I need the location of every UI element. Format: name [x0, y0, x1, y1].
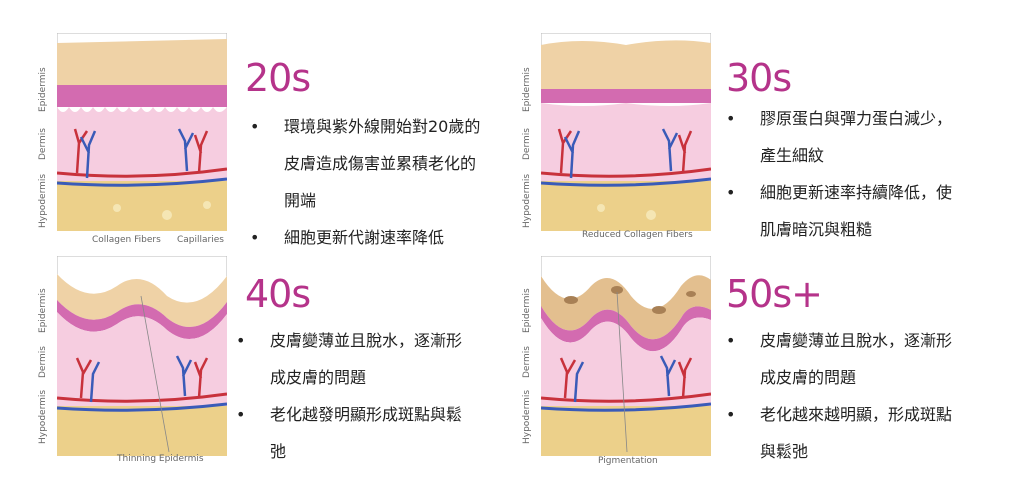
caption-reduced-collagen-fibers: Reduced Collagen Fibers [582, 230, 693, 240]
layer-label-dermis: Dermis [522, 128, 532, 160]
skin-diagram-40s [57, 256, 227, 456]
bullet-list: 皮膚變薄並且脫水，逐漸形成皮膚的問題 老化越發明顯形成斑點與鬆弛 [236, 322, 476, 470]
bullet-item: 皮膚變薄並且脫水，逐漸形成皮膚的問題 [726, 322, 966, 396]
layer-label-dermis: Dermis [522, 346, 532, 378]
caption-thinning-epidermis: Thinning Epidermis [117, 454, 204, 464]
layer-label-epidermis: Epidermis [38, 288, 48, 333]
layer-label-epidermis: Epidermis [522, 67, 532, 112]
skin-diagram-50s-plus [541, 256, 711, 456]
layer-label-epidermis: Epidermis [522, 288, 532, 333]
layer-label-hypodermis: Hypodermis [38, 389, 48, 444]
bullet-item: 細胞更新速率持續降低，使肌膚暗沉與粗糙 [726, 174, 966, 248]
caption-capillaries: Capillaries [177, 235, 224, 245]
layer-label-hypodermis: Hypodermis [522, 173, 532, 228]
bullet-item: 皮膚變薄並且脫水，逐漸形成皮膚的問題 [236, 322, 476, 396]
layer-label-epidermis: Epidermis [38, 67, 48, 112]
bullet-list: 環境與紫外線開始對20歲的皮膚造成傷害並累積老化的開端 細胞更新代謝速率降低 [250, 108, 490, 256]
caption-collagen-fibers: Collagen Fibers [92, 235, 161, 245]
bullet-list: 膠原蛋白與彈力蛋白減少，產生細紋 細胞更新速率持續降低，使肌膚暗沉與粗糙 [726, 100, 966, 248]
layer-label-dermis: Dermis [38, 128, 48, 160]
age-title: 20s [245, 56, 311, 100]
layer-label-hypodermis: Hypodermis [522, 389, 532, 444]
age-title: 30s [726, 56, 792, 100]
bullet-item: 老化越來越明顯，形成斑點與鬆弛 [726, 396, 966, 470]
skin-diagram-30s [541, 33, 711, 231]
layer-label-hypodermis: Hypodermis [38, 173, 48, 228]
skin-diagram-20s [57, 33, 227, 231]
bullet-list: 皮膚變薄並且脫水，逐漸形成皮膚的問題 老化越來越明顯，形成斑點與鬆弛 [726, 322, 966, 470]
age-title: 40s [245, 272, 311, 316]
bullet-item: 膠原蛋白與彈力蛋白減少，產生細紋 [726, 100, 966, 174]
age-title: 50s+ [726, 272, 823, 316]
bullet-item: 老化越發明顯形成斑點與鬆弛 [236, 396, 476, 470]
bullet-item: 環境與紫外線開始對20歲的皮膚造成傷害並累積老化的開端 [250, 108, 490, 219]
bullet-item: 細胞更新代謝速率降低 [250, 219, 490, 256]
layer-label-dermis: Dermis [38, 346, 48, 378]
caption-pigmentation: Pigmentation [598, 456, 658, 466]
